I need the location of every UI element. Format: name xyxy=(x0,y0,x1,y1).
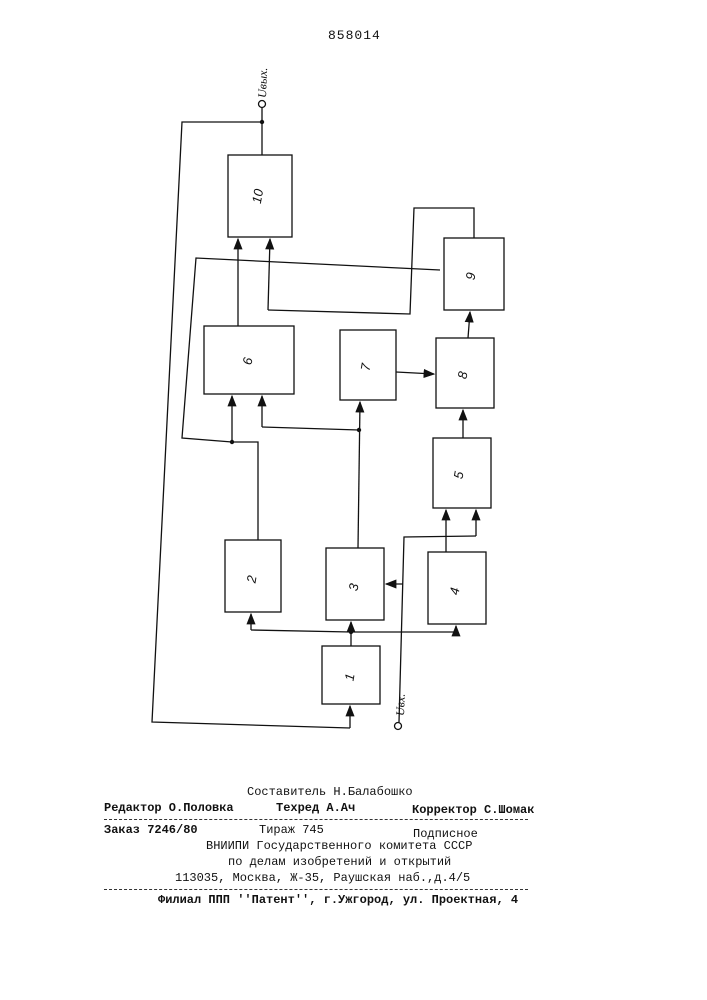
bus-3-6 xyxy=(262,427,359,430)
conn-2-left xyxy=(182,258,440,442)
order-line: Заказ 7246/80 xyxy=(104,823,198,837)
output-terminal-label: Uвых. xyxy=(255,67,270,98)
block-8-label: 8 xyxy=(455,370,471,380)
conn-2-6 xyxy=(232,442,258,540)
divider-2 xyxy=(104,889,528,890)
conn-7-8 xyxy=(396,372,434,374)
feedback-line xyxy=(152,122,350,728)
conn-8-9 xyxy=(468,312,470,338)
divider xyxy=(104,819,528,820)
conn-1-bus xyxy=(251,630,351,632)
org-line-1: ВНИИПИ Государственного комитета СССР xyxy=(206,839,472,853)
editor-line: Редактор О.Половка xyxy=(104,801,234,815)
org-line-2: по делам изобретений и открытий xyxy=(228,855,451,869)
corrector-line: Корректор С.Шомак xyxy=(412,803,534,817)
block-5-label: 5 xyxy=(451,470,467,480)
conn-3-7 xyxy=(358,402,360,548)
block-1-label: 1 xyxy=(342,672,358,682)
input-terminal-label: Uвх. xyxy=(393,693,408,716)
techred-line: Техред А.Ач xyxy=(276,801,355,815)
block-7-label: 7 xyxy=(358,362,374,372)
circulation-line: Тираж 745 xyxy=(259,823,324,837)
branch-line: Филиал ППП ''Патент'', г.Ужгород, ул. Пр… xyxy=(158,893,518,907)
block-9-label: 9 xyxy=(463,271,479,281)
composer-line: Составитель Н.Балабошко xyxy=(247,785,413,799)
block-3-label: 3 xyxy=(346,582,362,592)
output-terminal-icon xyxy=(259,101,266,108)
block-4-label: 4 xyxy=(447,586,463,596)
input-terminal-icon xyxy=(395,723,402,730)
input-line xyxy=(399,536,476,722)
block-2-label: 2 xyxy=(243,574,259,585)
block-10-label: 10 xyxy=(249,187,266,205)
conn-9-10 xyxy=(268,208,474,314)
conn-9-10-arrow xyxy=(268,239,270,310)
block-6-label: 6 xyxy=(240,356,256,366)
address-line: 113035, Москва, Ж-35, Раушская наб.,д.4/… xyxy=(175,871,470,885)
